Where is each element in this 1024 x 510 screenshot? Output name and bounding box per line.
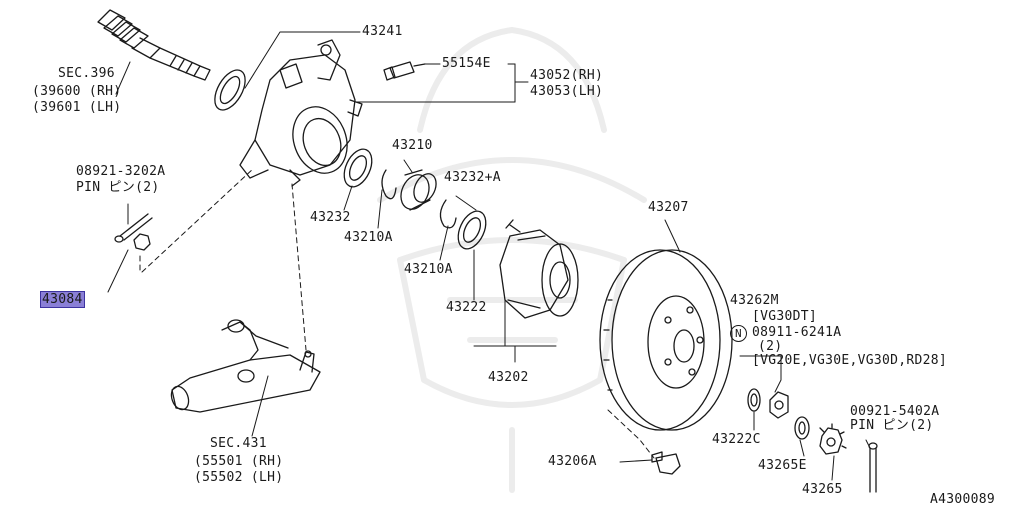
label-08911-6241a[interactable]: 08911-6241A bbox=[752, 325, 842, 340]
label-sec431-rh: (55501 (RH) bbox=[194, 454, 284, 469]
snap-ring-43210a-left bbox=[381, 169, 397, 200]
seal-43232a bbox=[457, 210, 487, 250]
abs-sensor-55154e bbox=[383, 61, 426, 81]
label-vg30dt: [VG30DT] bbox=[752, 309, 818, 324]
wheel-hub-43202 bbox=[499, 219, 579, 319]
label-sec396-lh: (39601 (LH) bbox=[32, 100, 122, 115]
brake-rotor-43207 bbox=[599, 249, 733, 431]
label-engine-variants: [VG20E,VG30E,VG30D,RD28] bbox=[752, 353, 948, 368]
label-43053-lh[interactable]: 43053(LH) bbox=[530, 84, 604, 99]
label-pin-a-number[interactable]: 08921-3202A bbox=[76, 164, 166, 179]
n-mark-icon: N bbox=[730, 325, 747, 342]
label-43262m[interactable]: 43262M bbox=[730, 293, 779, 308]
label-pin-b-desc: PIN ピン(2) bbox=[850, 418, 934, 433]
label-43265[interactable]: 43265 bbox=[802, 482, 843, 497]
label-43207[interactable]: 43207 bbox=[648, 200, 689, 215]
label-43052-rh[interactable]: 43052(RH) bbox=[530, 68, 604, 83]
lower-arm bbox=[170, 319, 321, 413]
drawing-code: A4300089 bbox=[930, 492, 996, 507]
watermark-emblem bbox=[377, 27, 647, 493]
label-43232[interactable]: 43232 bbox=[310, 210, 351, 225]
label-43202[interactable]: 43202 bbox=[488, 370, 529, 385]
cotter-pin-a bbox=[114, 213, 153, 243]
label-43206a[interactable]: 43206A bbox=[548, 454, 597, 469]
snap-ring-43210a-right bbox=[439, 199, 457, 229]
grease-seal-43241 bbox=[214, 69, 246, 111]
label-43210a-2[interactable]: 43210A bbox=[404, 262, 453, 277]
label-qty-2: (2) bbox=[758, 339, 783, 354]
label-43222c[interactable]: 43222C bbox=[712, 432, 761, 447]
label-pin-b-number[interactable]: 00921-5402A bbox=[850, 404, 940, 419]
label-sec431-lh: (55502 (LH) bbox=[194, 470, 284, 485]
bearing-43232 bbox=[343, 148, 373, 188]
label-43210a-1[interactable]: 43210A bbox=[344, 230, 393, 245]
label-43265e[interactable]: 43265E bbox=[758, 458, 807, 473]
stopper-43206a bbox=[651, 451, 681, 475]
label-pin-a-desc: PIN ピン(2) bbox=[76, 180, 160, 195]
leader-lines bbox=[107, 31, 871, 481]
nut-08911 bbox=[769, 391, 789, 419]
label-sec396: SEC.396 bbox=[58, 66, 115, 81]
lock-nut-43265 bbox=[819, 423, 847, 455]
dashed-assembly-lines bbox=[139, 167, 655, 459]
washer-43222c bbox=[747, 388, 761, 412]
drive-shaft bbox=[97, 9, 211, 81]
bearing-43210 bbox=[400, 169, 437, 211]
label-43241[interactable]: 43241 bbox=[362, 24, 403, 39]
label-sec431: SEC.431 bbox=[210, 436, 267, 451]
label-43222[interactable]: 43222 bbox=[446, 300, 487, 315]
washer-43265e bbox=[794, 416, 810, 440]
label-43084-highlighted[interactable]: 43084 bbox=[40, 291, 85, 308]
label-43232a[interactable]: 43232+A bbox=[444, 170, 501, 185]
label-43210[interactable]: 43210 bbox=[392, 138, 433, 153]
label-sec396-rh: (39600 (RH) bbox=[32, 84, 122, 99]
castle-nut-43084 bbox=[133, 233, 151, 251]
steering-knuckle bbox=[239, 39, 363, 187]
label-55154e[interactable]: 55154E bbox=[442, 56, 491, 71]
cotter-pin-b bbox=[868, 442, 878, 493]
